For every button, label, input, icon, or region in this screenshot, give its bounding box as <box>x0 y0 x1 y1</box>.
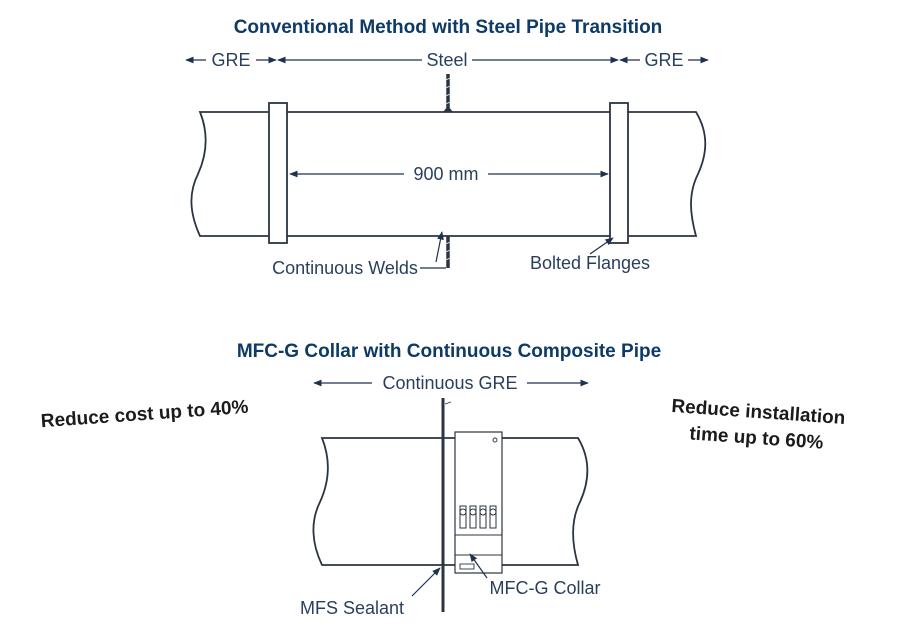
bottom-title: MFC-G Collar with Continuous Composite P… <box>237 341 661 362</box>
collar-label: MFC-G Collar <box>490 578 601 598</box>
steel-label: Steel <box>426 50 467 70</box>
sealant-leader-arrow <box>411 567 441 597</box>
collar-leader-arrow <box>469 553 488 579</box>
mfc-g-collar <box>454 431 503 574</box>
dimension-label: 900 mm <box>413 164 478 184</box>
bottom-pipe <box>312 437 589 566</box>
time-callout-line2: time up to 60% <box>689 423 824 453</box>
cost-callout: Reduce cost up to 40% <box>40 397 249 432</box>
right-gre-label: GRE <box>644 50 683 70</box>
top-title: Conventional Method with Steel Pipe Tran… <box>234 17 663 38</box>
welds-leader-arrow <box>435 231 444 263</box>
top-pipe <box>190 111 707 237</box>
collar-bolts <box>459 505 497 529</box>
left-flange <box>268 102 288 244</box>
weld-line <box>443 74 453 268</box>
gre-span-label: Continuous GRE <box>382 373 517 393</box>
bulkhead-hatch <box>444 401 452 405</box>
flanges-leader-arrow <box>589 237 614 255</box>
right-flange <box>609 102 629 244</box>
welds-label: Continuous Welds <box>272 258 418 278</box>
left-gre-label: GRE <box>211 50 250 70</box>
sealant-label: MFS Sealant <box>300 598 404 618</box>
flanges-label: Bolted Flanges <box>530 253 650 273</box>
